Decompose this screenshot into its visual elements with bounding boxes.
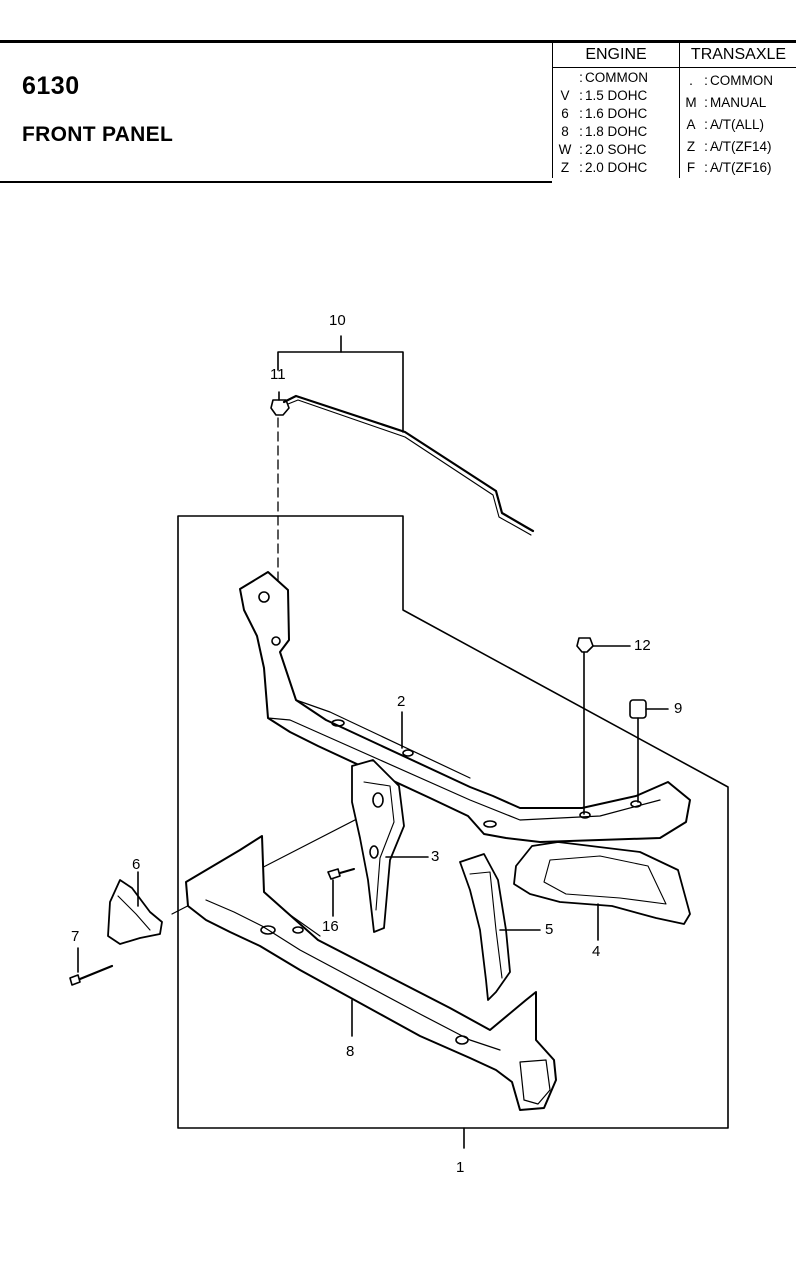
bolt-16-shank (339, 868, 355, 874)
transaxle-key: M (685, 95, 697, 110)
transaxle-row: A:A/T(ALL) (680, 116, 764, 134)
transaxle-row: M:MANUAL (680, 94, 766, 112)
callout-4: 4 (592, 943, 601, 960)
callout-10: 10 (329, 312, 346, 329)
assembly-boundary (177, 515, 729, 1129)
upper-member-hole (258, 591, 270, 603)
lower-member-hole (455, 1035, 469, 1045)
bumper-stop (629, 699, 647, 719)
upper-member-hole (271, 636, 281, 646)
stay-hole (369, 845, 379, 859)
callout-3: 3 (431, 848, 440, 865)
catalog-header: 6130 FRONT PANEL ENGINE :COMMON V:1.5 DO… (0, 0, 796, 200)
bolt-16 (327, 868, 341, 880)
engine-value: 1.5 DOHC (585, 88, 648, 103)
transaxle-value: COMMON (710, 73, 773, 88)
transaxle-value: A/T(ZF14) (710, 139, 772, 154)
hood-stay-rod (282, 394, 535, 533)
callout-9: 9 (674, 700, 683, 717)
engine-row: W:2.0 SOHC (553, 141, 647, 159)
callout-6: 6 (132, 856, 141, 873)
engine-row: :COMMON (579, 70, 648, 85)
lower-member-ridge (263, 891, 321, 937)
upper-member-hole (579, 811, 591, 819)
transaxle-row: Z:A/T(ZF14) (680, 138, 772, 156)
upper-member-hole (483, 820, 497, 828)
engine-row: 8:1.8 DOHC (553, 123, 647, 141)
upper-member-ridge (295, 699, 471, 779)
center-stay-edge (363, 781, 395, 911)
transaxle-row: F:A/T(ZF16) (680, 159, 772, 177)
callout-11: 11 (270, 366, 286, 383)
engine-key: W (558, 142, 572, 157)
callout-12: 12 (634, 637, 651, 654)
page-code: 6130 (22, 72, 80, 100)
upper-member-hole (402, 749, 414, 757)
engine-row: V:1.5 DOHC (553, 87, 647, 105)
hood-latch-bracket (107, 879, 163, 945)
transaxle-key: . (689, 73, 693, 88)
clip (576, 637, 594, 653)
lower-member-hole (260, 925, 276, 935)
callout-5: 5 (545, 921, 554, 938)
callout-8: 8 (346, 1043, 355, 1060)
transaxle-value: MANUAL (710, 95, 767, 110)
side-member-edge (469, 871, 503, 979)
callout-7: 7 (71, 928, 80, 945)
side-member (459, 853, 511, 1001)
header-bottom-rule (0, 181, 552, 183)
upper-member-hole (630, 800, 642, 808)
transaxle-key: F (686, 160, 696, 175)
engine-value: 1.6 DOHC (585, 106, 648, 121)
engine-key: 8 (561, 124, 569, 139)
engine-key: Z (560, 160, 570, 175)
center-stay (351, 759, 405, 933)
callout-16: 16 (322, 918, 339, 935)
rod-grommet (270, 399, 290, 416)
engine-value: 2.0 SOHC (585, 142, 647, 157)
bolt-7-shank (78, 964, 114, 981)
transaxle-heading: TRANSAXLE (680, 43, 796, 68)
hood-latch-bracket-edge (117, 895, 151, 931)
bracket-10 (277, 351, 404, 433)
transaxle-row: .:COMMON (680, 72, 773, 90)
engine-row: Z:2.0 DOHC (553, 159, 647, 177)
page-title: FRONT PANEL (22, 123, 174, 146)
parts-drawing (69, 335, 729, 1149)
bolt-7 (69, 974, 81, 986)
engine-value: COMMON (585, 70, 648, 85)
stay-hole (372, 792, 384, 808)
transaxle-value: A/T(ALL) (710, 117, 765, 132)
engine-value: 1.8 DOHC (585, 124, 648, 139)
engine-row: 6:1.6 DOHC (553, 105, 647, 123)
header-top-rule (0, 40, 796, 43)
engine-key: V (560, 88, 570, 103)
engine-code-table: ENGINE :COMMON V:1.5 DOHC 6:1.6 DOHC 8:1… (552, 43, 679, 178)
transaxle-key: A (686, 117, 696, 132)
lower-member (185, 835, 557, 1111)
exploded-parts-diagram: 1 2 3 4 5 6 7 8 9 10 11 12 16 (0, 200, 796, 1283)
engine-value: 2.0 DOHC (585, 160, 648, 175)
callout-1: 1 (456, 1159, 465, 1176)
callout-2: 2 (397, 693, 406, 710)
transaxle-code-table: TRANSAXLE .:COMMON M:MANUAL A:A/T(ALL) Z… (679, 43, 796, 178)
upper-member-hole (331, 719, 345, 727)
engine-key: 6 (561, 106, 569, 121)
lower-member-hole (292, 926, 304, 934)
transaxle-key: Z (686, 139, 696, 154)
lower-member-mount (519, 1059, 551, 1105)
headlamp-bracket (513, 841, 691, 925)
headlamp-opening (543, 855, 667, 905)
upper-member (239, 571, 691, 843)
upper-member-edge (267, 717, 661, 821)
engine-heading: ENGINE (553, 43, 679, 68)
transaxle-value: A/T(ZF16) (710, 160, 772, 175)
hood-stay-rod-edge (287, 399, 532, 536)
lower-member-edge (205, 899, 501, 1051)
